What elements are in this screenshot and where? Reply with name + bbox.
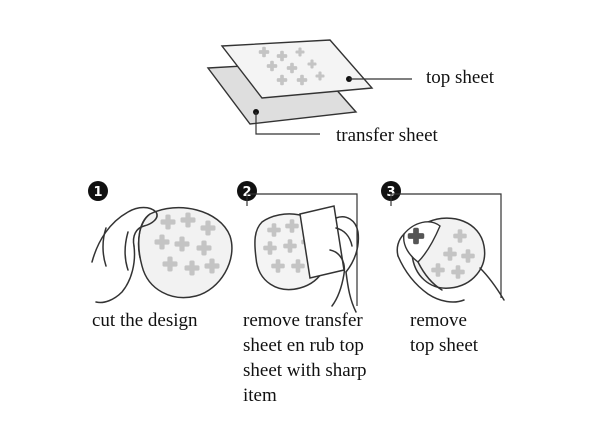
step-2-caption-line-3: sheet with sharp: [243, 360, 367, 381]
step-3-caption-line-2: top sheet: [410, 335, 479, 356]
step-number-1: 1: [93, 185, 102, 200]
step-2-caption: remove transfer sheet en rub top sheet w…: [243, 308, 366, 408]
step-1-caption-line-1: cut the design: [92, 310, 198, 331]
step-badge-1: 1: [88, 181, 108, 201]
peeled-top-sheet: [403, 221, 441, 263]
step-badge-3: 3: [381, 181, 401, 201]
transfer-sheet-leader: [255, 112, 320, 135]
step-2-illustration: [246, 193, 360, 313]
transfer-sheet-label: transfer sheet: [336, 125, 438, 146]
sticker-curl: [137, 213, 151, 259]
step-1-illustration: [91, 206, 233, 304]
number-badge-icon: [381, 181, 401, 201]
step-number-2: 2: [242, 185, 251, 200]
step-3-caption: remove top sheet: [410, 308, 478, 358]
step-2-caption-line-4: item: [243, 385, 277, 406]
step-3-frame: [390, 193, 502, 298]
step-2-caption-line-1: remove transfer: [243, 310, 363, 331]
step-number-3: 3: [386, 185, 395, 200]
hand-icon: [329, 216, 360, 313]
step-1-caption: cut the design: [92, 308, 198, 333]
top-sheet-label: top sheet: [426, 67, 495, 88]
hand-icon: [396, 233, 505, 303]
step-3-illustration: [390, 193, 505, 303]
number-badge-icon: [237, 181, 257, 201]
step-2-caption-line-2: sheet en rub top: [243, 335, 364, 356]
number-badge-icon: [88, 181, 108, 201]
sheets-illustration: [206, 39, 412, 135]
step-3-caption-line-1: remove: [410, 310, 467, 331]
hand-icon: [91, 206, 158, 304]
step-badge-2: 2: [237, 181, 257, 201]
